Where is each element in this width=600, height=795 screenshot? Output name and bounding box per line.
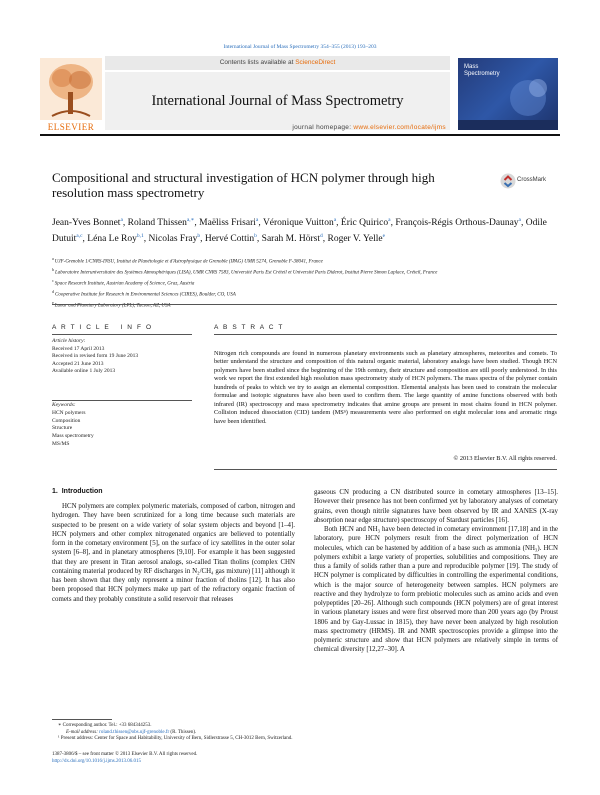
author-name[interactable]: François-Régis Orthous-Daunay	[395, 218, 519, 229]
author-affiliation-marker[interactable]: e	[382, 232, 386, 239]
author-affiliation-marker[interactable]: a	[255, 217, 259, 223]
author-affiliation-marker[interactable]: a	[388, 217, 391, 223]
elsevier-tree-logo	[40, 58, 102, 120]
corresponding-author: ∗ Corresponding author. Tel.: +33 684344…	[58, 723, 152, 728]
history-item: Received in revised form 19 June 2013	[52, 353, 139, 360]
author-name[interactable]: Éric Quirico	[340, 218, 389, 229]
section-heading: 1. Introduction	[52, 488, 103, 495]
affiliation: e Lunar and Planetary Laboratory (LPL), …	[52, 299, 557, 310]
author-name[interactable]: Jean-Yves Bonnet	[52, 218, 121, 229]
journal-homepage: journal homepage: www.elsevier.com/locat…	[105, 124, 450, 131]
author-affiliation-marker[interactable]: a	[333, 217, 337, 223]
contents-prefix: Contents lists available at	[219, 59, 296, 66]
author-affiliation-marker[interactable]: b	[254, 232, 257, 239]
author-list: Jean-Yves Bonneta, Roland Thissena,∗, Ma…	[52, 217, 547, 244]
body-left-column: HCN polymers are complex polymeric mater…	[52, 503, 295, 603]
journal-cover-image: Mass Spectrometry	[458, 58, 558, 130]
article-history: Article history: Received 17 April 2013 …	[52, 338, 192, 376]
affiliation-text: Lunar and Planetary Laboratory (LPL), Tu…	[54, 303, 171, 309]
affiliation: a UJF-Grenoble 1/CNRS-INSU, Institut de …	[52, 255, 557, 266]
email-line: E-mail address: roland.thissen@obs.ujf-g…	[52, 730, 295, 737]
footnotes: ∗ Corresponding author. Tel.: +33 684344…	[52, 723, 295, 743]
cover-decoration	[458, 79, 558, 130]
history-item: Received 17 April 2013	[52, 345, 105, 352]
crossmark-label: CrossMark	[517, 177, 547, 183]
keywords: Keywords: HCN polymers Composition Struc…	[52, 402, 192, 449]
abstract-heading: A B S T R A C T	[214, 324, 284, 331]
keywords-label: Keywords:	[52, 402, 76, 408]
history-item: Available online 1 July 2013	[52, 368, 116, 375]
author-affiliation-marker[interactable]: a,c	[76, 232, 83, 239]
history-label: Article history:	[52, 338, 86, 344]
copyright-notice: © 2013 Elsevier B.V. All rights reserved…	[453, 455, 557, 462]
affiliation: c Space Research Institute, Austrian Aca…	[52, 277, 557, 288]
author-name[interactable]: Maëliss Frisari	[199, 218, 256, 229]
journal-title: International Journal of Mass Spectromet…	[151, 93, 404, 109]
author-name[interactable]: Hervé Cottin	[204, 233, 255, 244]
author-affiliation-marker[interactable]: a	[120, 217, 123, 223]
body-paragraph: gaseous CN producing a CN distributed so…	[314, 489, 558, 524]
doi-link[interactable]: http://dx.doi.org/10.1016/j.ijms.2013.06…	[52, 758, 141, 764]
crossmark-icon[interactable]	[500, 172, 556, 190]
affiliation: b Laboratoire Interuniversitaire des Sys…	[52, 266, 557, 277]
homepage-link[interactable]: www.elsevier.com/locate/ijms	[353, 124, 446, 131]
issn-line: 1387-3806/$ – see front matter © 2013 El…	[52, 752, 198, 757]
divider	[214, 334, 557, 335]
article-title: Compositional and structural investigati…	[52, 170, 435, 200]
keyword: MS/MS	[52, 440, 70, 447]
keyword: Composition	[52, 417, 81, 424]
journal-title-box	[105, 72, 450, 130]
author-name[interactable]: Léna Le Roy	[87, 233, 137, 244]
history-item: Accepted 21 June 2013	[52, 360, 104, 367]
keyword: Mass spectrometry	[52, 433, 94, 440]
author-affiliation-marker[interactable]: b,1	[136, 232, 144, 239]
divider	[52, 400, 192, 401]
divider	[52, 334, 192, 335]
body-paragraph: Both HCN and NH₃ have been detected in c…	[314, 526, 558, 654]
author-affiliation-marker[interactable]: a	[518, 217, 521, 223]
author-name[interactable]: Roland Thissen	[127, 218, 187, 229]
divider	[214, 469, 557, 470]
sciencedirect-link[interactable]: ScienceDirect	[295, 59, 336, 66]
email-suffix: (R. Thissen).	[169, 729, 197, 735]
elsevier-wordmark: ELSEVIER	[47, 122, 95, 132]
author-name[interactable]: Sarah M. Hörst	[261, 233, 320, 244]
author-affiliation-marker[interactable]: a,∗	[186, 217, 195, 223]
affiliation: d Cooperative Institute for Research in …	[52, 288, 557, 299]
issn-footer: 1387-3806/$ – see front matter © 2013 El…	[52, 752, 312, 765]
body-right-column: gaseous CN producing a CN distributed so…	[314, 488, 558, 655]
author-name[interactable]: Roger V. Yelle	[327, 233, 383, 244]
affiliation-marker: c	[52, 277, 55, 283]
affiliation-marker: b	[52, 266, 55, 272]
affiliation-marker: e	[52, 299, 55, 305]
masthead	[40, 54, 560, 136]
email-label: E-mail address:	[66, 729, 100, 735]
affiliation-marker: a	[52, 256, 55, 261]
author-affiliation-marker[interactable]: d	[320, 232, 323, 239]
author-name[interactable]: Véronique Vuitton	[262, 218, 334, 229]
abstract-text: Nitrogen rich compounds are found in num…	[214, 350, 557, 425]
keyword: Structure	[52, 425, 73, 432]
keyword: HCN polymers	[52, 409, 86, 416]
author-name[interactable]: Nicolas Fray	[148, 233, 198, 244]
running-head[interactable]: International Journal of Mass Spectromet…	[223, 44, 377, 50]
footnote-divider	[52, 719, 112, 720]
homepage-prefix: journal homepage:	[292, 124, 354, 131]
affiliation-text: UJF-Grenoble 1/CNRS-INSU, Institut de Pl…	[54, 259, 323, 265]
contents-bar: Contents lists available at ScienceDirec…	[105, 56, 450, 70]
divider	[52, 304, 557, 305]
affiliation-list: a UJF-Grenoble 1/CNRS-INSU, Institut de …	[52, 255, 557, 310]
present-address: ¹ Present address: Center for Space and …	[58, 736, 293, 742]
affiliation-text: Space Research Institute, Austrian Acade…	[54, 281, 195, 287]
cover-title: Mass Spectrometry	[464, 64, 500, 77]
email-link[interactable]: roland.thissen@obs.ujf-grenoble.fr	[99, 729, 170, 735]
affiliation-text: Cooperative Institute for Research in En…	[55, 292, 236, 298]
affiliation-text: Laboratoire Interuniversitaire des Systè…	[55, 270, 438, 276]
article-info-heading: A R T I C L E I N F O	[52, 324, 153, 331]
author-affiliation-marker[interactable]: b	[197, 232, 201, 239]
affiliation-marker: d	[52, 288, 55, 294]
author-name[interactable]: Odile Dutuit	[52, 218, 547, 244]
